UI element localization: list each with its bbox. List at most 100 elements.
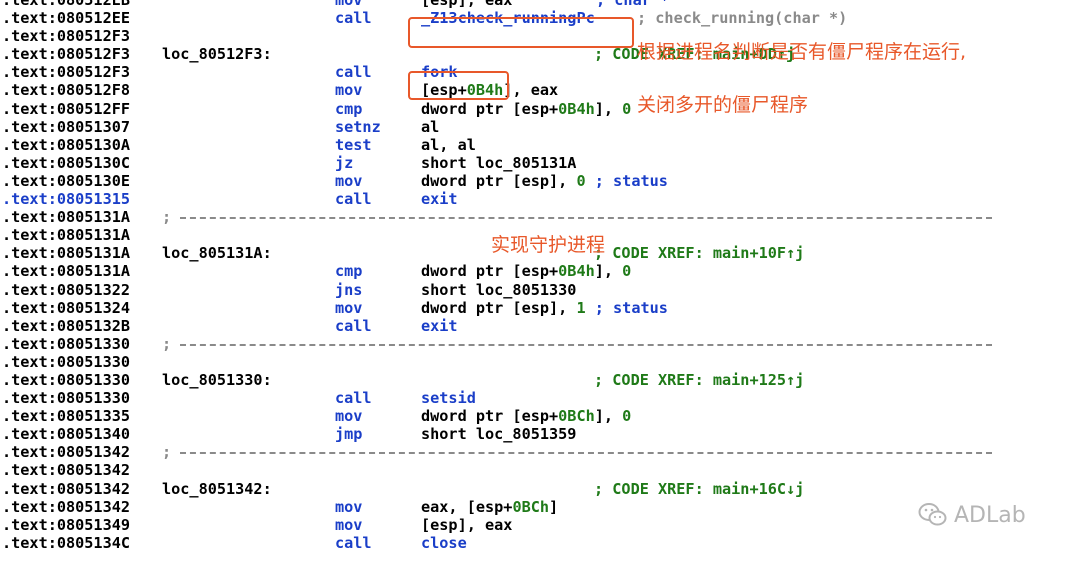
listing-row: .text:08051315 call exit <box>0 190 1075 208</box>
row-address[interactable]: .text:080512F3 <box>2 45 131 64</box>
instruction-mnemonic: cmp <box>335 262 363 281</box>
code-label[interactable]: loc_805131A: <box>162 244 272 263</box>
row-address[interactable]: .text:08051342 <box>2 461 131 480</box>
instruction-operands[interactable]: short loc_8051330 <box>421 280 577 299</box>
row-address[interactable]: .text:08051342 <box>2 443 131 462</box>
row-address[interactable]: .text:08051315 <box>2 190 131 209</box>
row-address[interactable]: .text:08051330 <box>2 352 131 371</box>
instruction-mnemonic: mov <box>335 497 363 516</box>
row-address[interactable]: .text:08051349 <box>2 515 131 534</box>
highlight-box-fork <box>408 71 509 100</box>
instruction-operands[interactable]: al, al <box>421 135 476 154</box>
listing-row: .text:08051307 setnz al <box>0 118 1075 136</box>
listing-row: .text:080512F3 <box>0 27 1075 45</box>
instruction-operands[interactable]: dword ptr [esp+0B4h], 0 <box>421 262 632 281</box>
row-address[interactable]: .text:08051342 <box>2 479 131 498</box>
row-address[interactable]: .text:08051330 <box>2 389 131 408</box>
row-address[interactable]: .text:08051307 <box>2 117 131 136</box>
row-comment: ; status <box>585 298 668 317</box>
instruction-mnemonic: mov <box>335 171 363 190</box>
row-address[interactable]: .text:08051324 <box>2 298 131 317</box>
instruction-operands[interactable]: setsid <box>421 389 476 408</box>
row-address[interactable]: .text:0805130A <box>2 135 131 154</box>
instruction-operands[interactable]: [esp], eax <box>421 0 513 9</box>
listing-row: .text:0805131A; <box>0 208 1075 226</box>
row-address[interactable]: .text:0805131A <box>2 208 131 227</box>
row-address[interactable]: .text:0805130C <box>2 153 131 172</box>
instruction-mnemonic: call <box>335 63 372 82</box>
instruction-mnemonic: call <box>335 190 372 209</box>
row-address[interactable]: .text:0805131A <box>2 262 131 281</box>
instruction-operands[interactable]: al <box>421 117 440 136</box>
row-address[interactable]: .text:080512FF <box>2 99 131 118</box>
instruction-operands[interactable]: dword ptr [esp], 1 ; status <box>421 298 668 317</box>
instruction-operands[interactable]: exit <box>421 190 458 209</box>
code-label[interactable]: loc_8051342: <box>162 479 272 498</box>
annotation-check-running: 根据进程名判断是否有僵尸程序在运行, <box>637 41 967 63</box>
row-comment: ; check_running(char *) <box>637 9 848 28</box>
listing-row: .text:08051342 <box>0 461 1075 479</box>
row-address[interactable]: .text:0805134C <box>2 533 131 552</box>
instruction-operands[interactable]: close <box>421 533 467 552</box>
code-label[interactable]: loc_8051330: <box>162 370 272 389</box>
row-address[interactable]: .text:08051322 <box>2 280 131 299</box>
instruction-mnemonic: jns <box>335 280 363 299</box>
row-address[interactable]: .text:0805130E <box>2 171 131 190</box>
instruction-operands[interactable]: short loc_8051359 <box>421 425 577 444</box>
row-address[interactable]: .text:0805131A <box>2 226 131 245</box>
row-address[interactable]: .text:080512F3 <box>2 63 131 82</box>
wechat-icon <box>918 502 948 528</box>
listing-row: .text:08051340 jmp short loc_8051359 <box>0 425 1075 443</box>
row-address[interactable]: .text:08051340 <box>2 425 131 444</box>
section-divider: ; <box>162 335 992 353</box>
instruction-operands[interactable]: eax, [esp+0BCh] <box>421 497 559 516</box>
row-address[interactable]: .text:08051335 <box>2 407 131 426</box>
row-comment: ; CODE XREF: main+DD↑j <box>594 45 796 64</box>
row-address[interactable]: .text:080512F3 <box>2 27 131 46</box>
instruction-operands[interactable]: dword ptr [esp+0BCh], 0 <box>421 407 632 426</box>
row-address[interactable]: .text:08051342 <box>2 497 131 516</box>
listing-row: .text:0805130C jz short loc_805131A <box>0 154 1075 172</box>
instruction-mnemonic: test <box>335 135 372 154</box>
row-address[interactable]: .text:080512EB <box>2 0 131 9</box>
instruction-operands[interactable]: dword ptr [esp+0B4h], 0 <box>421 99 632 118</box>
row-address[interactable]: .text:080512F8 <box>2 81 131 100</box>
highlight-box-check-running <box>408 17 634 48</box>
row-address[interactable]: .text:08051330 <box>2 370 131 389</box>
instruction-mnemonic: call <box>335 389 372 408</box>
instruction-operands[interactable]: dword ptr [esp], 0 ; status <box>421 171 668 190</box>
instruction-mnemonic: setnz <box>335 117 381 136</box>
watermark: ADLab <box>918 502 1026 528</box>
row-address[interactable]: .text:080512EE <box>2 9 131 28</box>
row-comment: ; CODE XREF: main+125↑j <box>594 370 805 389</box>
section-divider: ; <box>162 443 992 461</box>
section-divider: ; <box>162 208 992 226</box>
row-address[interactable]: .text:0805132B <box>2 316 131 335</box>
instruction-mnemonic: jmp <box>335 425 363 444</box>
row-comment: ; CODE XREF: main+10F↑j <box>594 244 805 263</box>
watermark-text: ADLab <box>954 502 1026 528</box>
row-address[interactable]: .text:0805131A <box>2 244 131 263</box>
listing-row: .text:0805131A loc_805131A: ; CODE XREF: m… <box>0 244 1075 262</box>
listing-row: .text:0805131A cmp dword ptr [esp+0B4h], 0 <box>0 262 1075 280</box>
instruction-mnemonic: mov <box>335 81 363 100</box>
row-comment: ; CODE XREF: main+16C↓j <box>594 479 805 498</box>
listing-row: .text:08051330 <box>0 353 1075 371</box>
instruction-operands[interactable]: [esp], eax <box>421 515 513 534</box>
code-label[interactable]: loc_80512F3: <box>162 45 272 64</box>
listing-row: .text:080512F3 loc_80512F3: ; CODE XREF: m… <box>0 45 1075 63</box>
listing-row: .text:08051342 loc_8051342: ; CODE XREF: m… <box>0 480 1075 498</box>
row-address[interactable]: .text:08051330 <box>2 334 131 353</box>
instruction-mnemonic: jz <box>335 153 354 172</box>
instruction-operands[interactable]: exit <box>421 316 458 335</box>
instruction-operands[interactable]: short loc_805131A <box>421 153 577 172</box>
